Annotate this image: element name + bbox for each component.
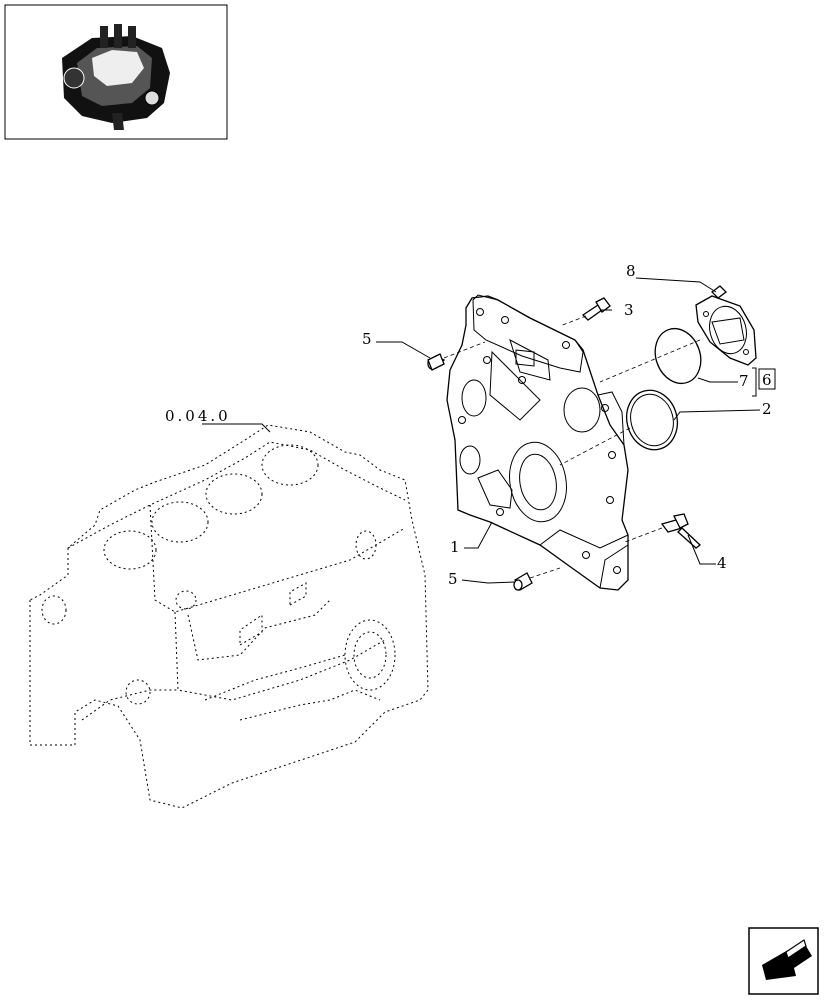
screw-8: [711, 285, 727, 299]
timing-cover: [446, 294, 629, 591]
axis-seal-ring: [559, 427, 631, 466]
axis-bolt-3: [559, 315, 587, 327]
bolt-4: [660, 513, 702, 549]
callout-5-lower: 5: [448, 570, 458, 588]
seal-ring-2: [625, 389, 679, 451]
callout-3: 3: [624, 301, 634, 319]
callout-4: 4: [717, 554, 727, 572]
leader-lines: [202, 277, 761, 584]
dowel-pin-lower: [513, 572, 533, 591]
callout-1: 1: [450, 538, 460, 556]
callout-7: 7: [739, 372, 749, 390]
back-arrow-icon[interactable]: [748, 927, 819, 995]
reference-block-label: 0.04.0: [165, 407, 231, 425]
cover-plate: [695, 295, 757, 366]
callout-6: 6: [762, 371, 772, 389]
dowel-pin-upper: [426, 353, 446, 371]
callout-6-box: [758, 368, 776, 390]
callout-2: 2: [762, 400, 772, 418]
o-ring-7: [654, 327, 702, 385]
bolt-3: [581, 297, 611, 321]
callout-5-upper: 5: [362, 330, 372, 348]
axis-dowel-lower: [529, 567, 561, 579]
engine-thumbnail-icon[interactable]: [4, 4, 228, 140]
engine-block-reference: [29, 424, 429, 809]
axis-bolt-4: [624, 527, 663, 543]
callout-8: 8: [626, 262, 636, 280]
axis-dowel-upper: [443, 341, 486, 359]
